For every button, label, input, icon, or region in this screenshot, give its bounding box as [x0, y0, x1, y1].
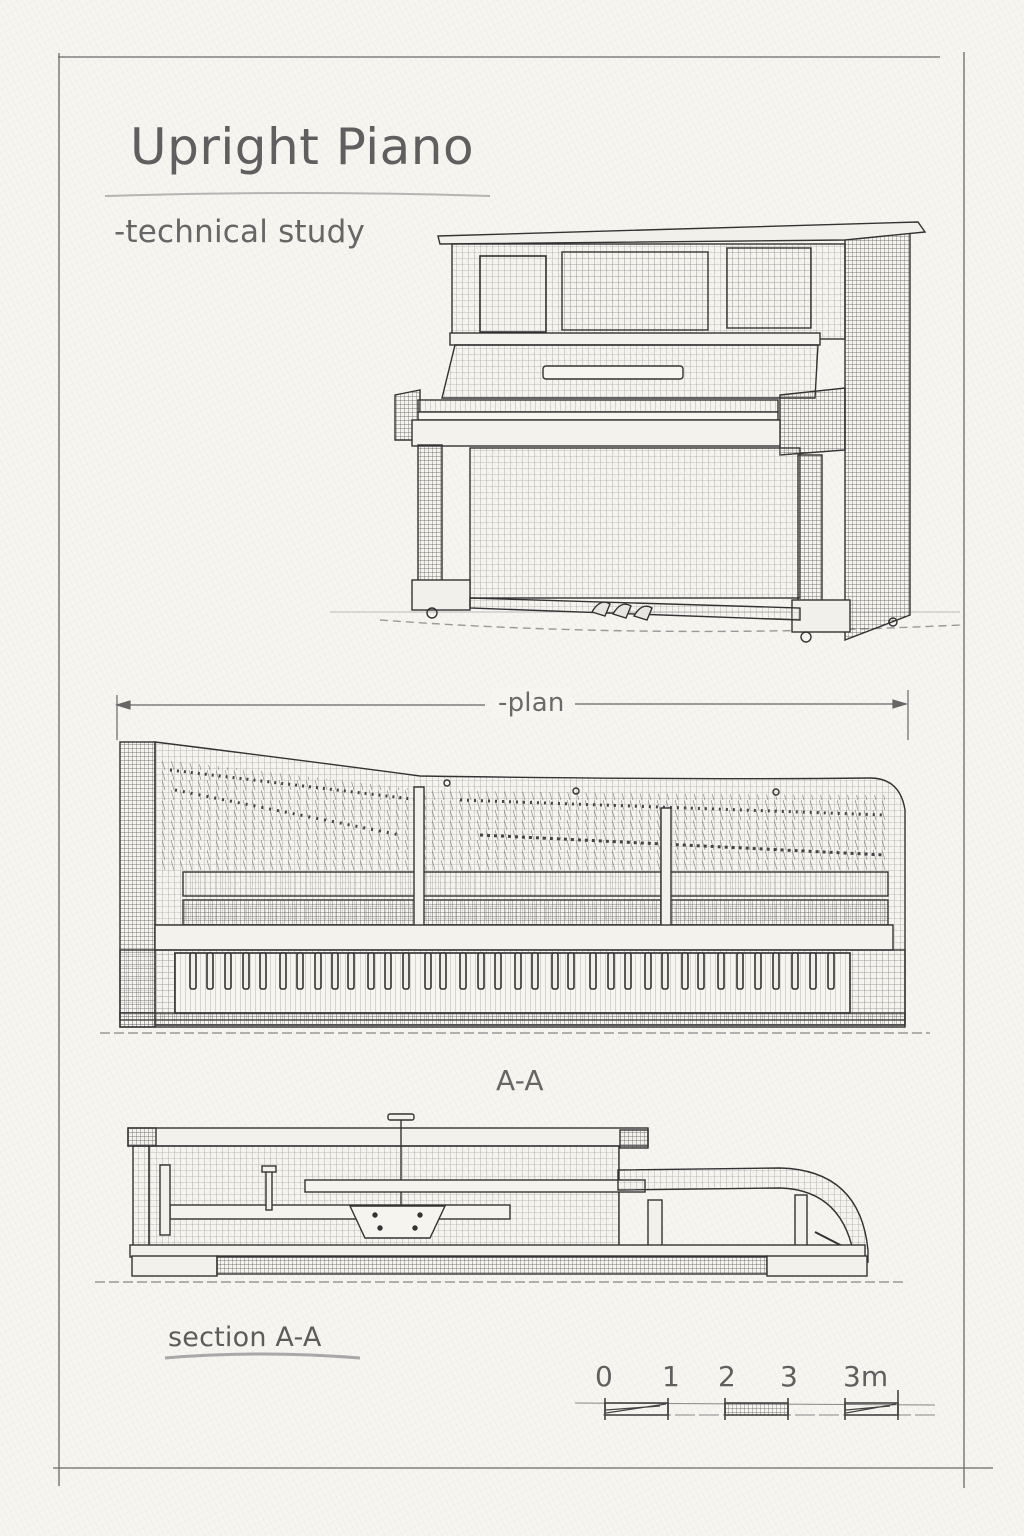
piano-section — [95, 1113, 905, 1283]
title-underline — [104, 192, 491, 197]
page-title: Upright Piano — [130, 118, 475, 176]
elevation-view-label: A-A — [496, 1064, 544, 1097]
plan-view-label: -plan — [492, 688, 571, 718]
section-view-label: section A-A — [168, 1322, 322, 1353]
scale-bar — [574, 1390, 936, 1420]
section-label-underline — [164, 1352, 361, 1360]
piano-perspective — [330, 221, 961, 643]
plan-dimension-line — [114, 690, 909, 740]
sheet-frame — [53, 52, 993, 1488]
scale-tick-3: 3 — [780, 1360, 798, 1393]
page-subtitle: -technical study — [114, 214, 366, 250]
scale-tick-3m: 3m — [843, 1360, 889, 1393]
piano-elevation — [100, 741, 930, 1034]
scale-tick-0: 0 — [595, 1360, 613, 1393]
black-keys — [189, 952, 835, 990]
scale-tick-1: 1 — [662, 1360, 680, 1393]
scale-tick-2: 2 — [718, 1360, 736, 1393]
